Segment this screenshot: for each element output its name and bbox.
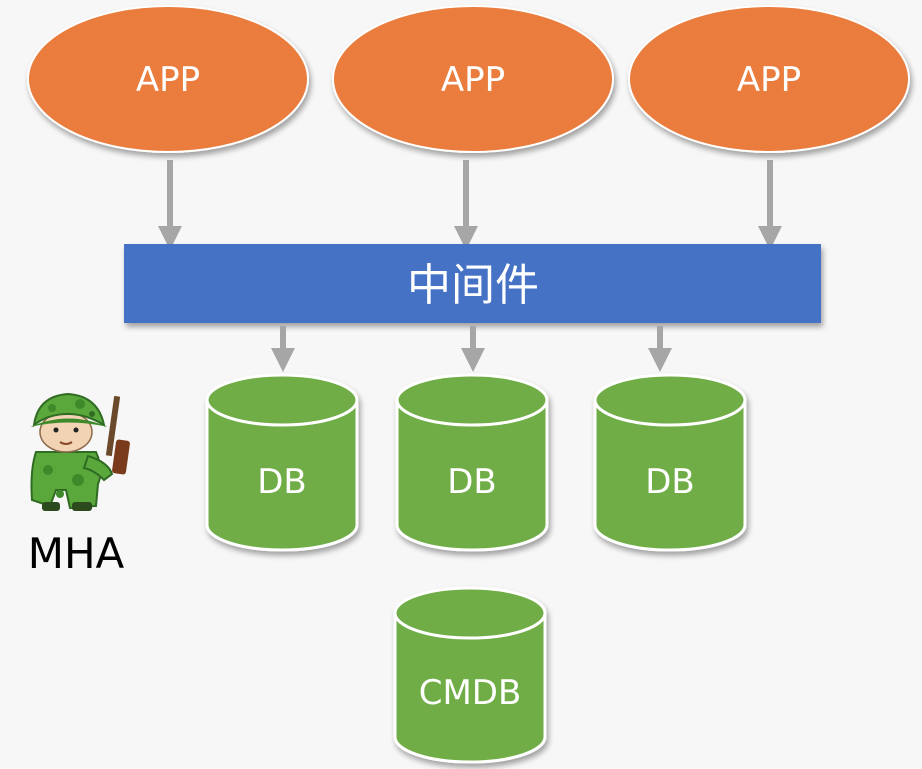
mha-label: MHA (28, 529, 125, 578)
db-label: DB (257, 462, 307, 502)
middleware-label: 中间件 (407, 260, 539, 311)
db-cylinder (205, 373, 359, 552)
db-label: DB (447, 462, 497, 502)
app-ellipse (332, 5, 614, 153)
app-node (628, 5, 910, 153)
cmdb-cylinder (393, 586, 547, 764)
db-body (593, 398, 747, 552)
db-top (395, 373, 549, 427)
app-node (332, 5, 614, 153)
db-top (593, 373, 747, 427)
app-node (27, 5, 309, 153)
db-body (395, 398, 549, 552)
db-label: DB (645, 462, 695, 502)
cmdb-body (393, 611, 547, 764)
cmdb-top (393, 586, 547, 640)
app-label: APP (441, 60, 505, 100)
app-ellipse (628, 5, 910, 153)
cmdb-label: CMDB (419, 673, 522, 713)
middleware-rect (124, 244, 821, 323)
db-body (205, 398, 359, 552)
db-cylinder (395, 373, 549, 552)
app-label: APP (136, 60, 200, 100)
app-label: APP (737, 60, 801, 100)
db-cylinder (593, 373, 747, 552)
soldier-icon (30, 392, 130, 511)
db-top (205, 373, 359, 427)
middleware-bar (124, 244, 821, 323)
app-ellipse (27, 5, 309, 153)
